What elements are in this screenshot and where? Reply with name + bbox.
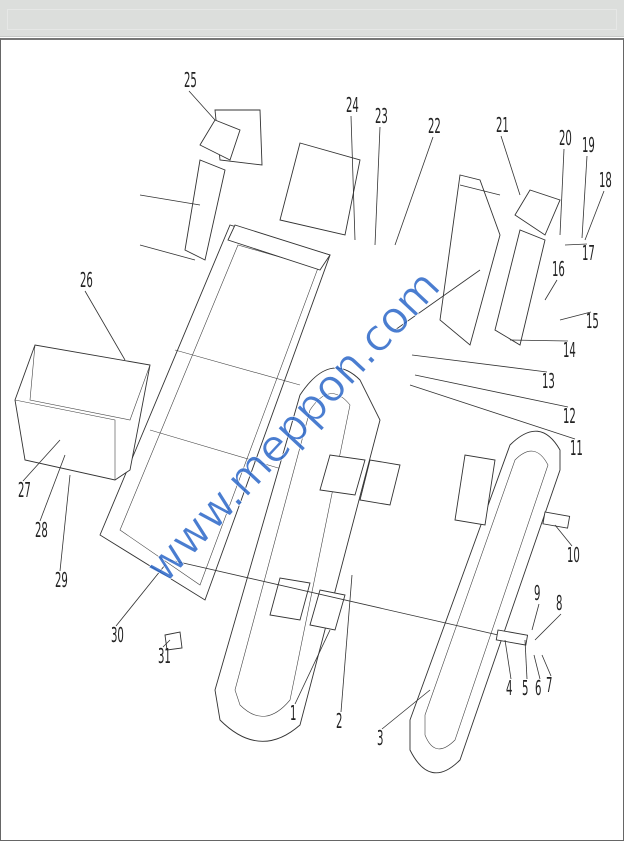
callout-21: 21 — [496, 113, 509, 136]
leader-line-1 — [294, 629, 331, 705]
toolbar-inset — [7, 9, 617, 30]
leader-line-30 — [115, 564, 166, 627]
callout-23: 23 — [375, 104, 388, 127]
callout-6: 6 — [535, 676, 541, 699]
leader-line-4 — [504, 639, 512, 680]
callout-5: 5 — [522, 676, 528, 699]
callout-24: 24 — [346, 93, 359, 116]
callout-17: 17 — [582, 241, 595, 264]
callout-2: 2 — [336, 709, 342, 732]
leader-line-25 — [188, 90, 216, 121]
leader-line-10 — [554, 524, 573, 547]
leader-line-6 — [533, 654, 541, 680]
leader-line-22 — [394, 136, 434, 246]
leader-line-16 — [544, 279, 558, 301]
leader-line-21 — [500, 135, 521, 196]
leader-line-3 — [381, 689, 431, 730]
leader-line-14 — [509, 339, 569, 342]
callout-30: 30 — [111, 623, 124, 646]
callout-25: 25 — [184, 68, 197, 91]
leader-line-27 — [22, 439, 61, 482]
leader-line-12 — [414, 374, 569, 408]
box-frame — [14, 344, 151, 481]
leader-line-23 — [374, 126, 381, 246]
callout-14: 14 — [563, 338, 576, 361]
callout-19: 19 — [582, 133, 595, 156]
left-arm-assembly — [139, 109, 263, 261]
callout-15: 15 — [586, 309, 599, 332]
callout-18: 18 — [599, 168, 612, 191]
leader-line-29 — [59, 474, 71, 572]
leader-line-19 — [581, 155, 588, 239]
leader-line-5 — [524, 639, 528, 680]
leader-line-15 — [559, 311, 592, 321]
callout-9: 9 — [534, 581, 540, 604]
callout-3: 3 — [377, 726, 383, 749]
callout-12: 12 — [563, 404, 576, 427]
callout-28: 28 — [35, 518, 48, 541]
right-arm-assembly — [394, 174, 561, 346]
leader-line-17 — [564, 243, 588, 246]
leader-line-9 — [531, 603, 540, 631]
leader-line-31 — [162, 639, 171, 648]
callout-27: 27 — [18, 478, 31, 501]
leader-line-28 — [39, 454, 66, 522]
callout-4: 4 — [506, 676, 512, 699]
callout-22: 22 — [428, 114, 441, 137]
callout-10: 10 — [567, 543, 580, 566]
leader-line-8 — [534, 613, 562, 641]
leader-line-20 — [559, 148, 565, 236]
leader-line-7 — [541, 654, 552, 677]
callout-7: 7 — [546, 673, 552, 696]
callout-20: 20 — [559, 126, 572, 149]
callout-1: 1 — [290, 701, 296, 724]
right-track — [409, 430, 561, 774]
callout-13: 13 — [542, 369, 555, 392]
callout-8: 8 — [556, 591, 562, 614]
leader-line-13 — [411, 354, 548, 373]
leader-line-26 — [84, 290, 126, 361]
callout-26: 26 — [80, 268, 93, 291]
callout-11: 11 — [570, 436, 583, 459]
callout-16: 16 — [552, 257, 565, 280]
callout-29: 29 — [55, 568, 68, 591]
leader-line-2 — [340, 574, 353, 713]
leader-line-24 — [350, 115, 356, 241]
top-toolbar — [0, 0, 624, 37]
leader-line-18 — [584, 190, 605, 241]
callout-31: 31 — [158, 644, 171, 667]
rear-mount-plate — [279, 142, 361, 236]
leader-line-11 — [409, 384, 576, 440]
drawing — [14, 109, 571, 774]
